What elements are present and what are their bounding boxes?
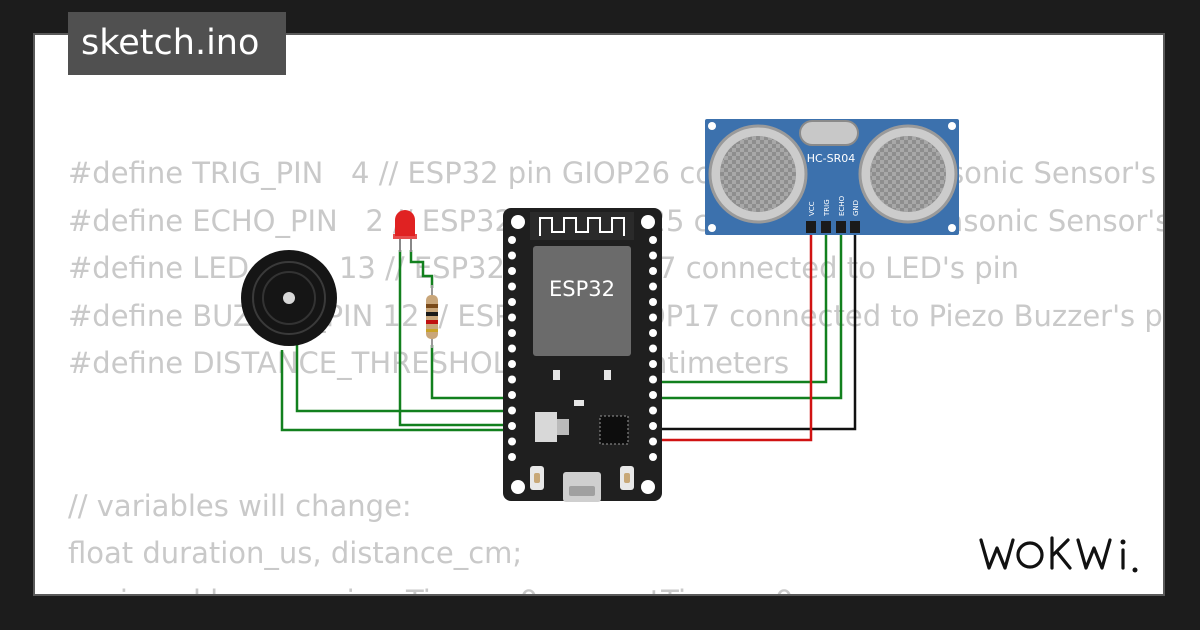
filename-tab[interactable]: sketch.ino	[68, 12, 286, 75]
pin-hole	[508, 406, 516, 415]
resistor[interactable]	[426, 285, 438, 348]
resistor-band	[426, 320, 438, 324]
ultrasonic-sensor[interactable]: HC-SR04 VCC TRIG ECHO GND	[705, 119, 959, 235]
wokwi-logo	[979, 536, 1138, 573]
code-line: // variables will change:	[68, 488, 412, 523]
reset-button-cap	[624, 473, 630, 483]
mount-hole	[948, 122, 956, 130]
pin-hole	[649, 236, 657, 244]
mount-hole	[641, 215, 655, 229]
resistor-band	[426, 329, 438, 332]
led-body	[395, 210, 415, 236]
pin-label-trig: TRIG	[823, 199, 831, 217]
wire-sensor-gnd[interactable]	[653, 233, 857, 431]
buzzer-hole	[283, 292, 295, 304]
wires	[280, 233, 857, 442]
crystal	[799, 120, 859, 146]
pin-hole	[508, 236, 516, 244]
esp32-antenna-area	[530, 212, 634, 240]
pin-label-echo: ECHO	[838, 195, 846, 216]
mount-hole	[708, 224, 716, 232]
resistor-band	[426, 312, 438, 316]
esp32-smd	[574, 400, 584, 406]
pin-hole	[649, 406, 657, 415]
resistor-band	[426, 304, 438, 308]
pin-hole	[508, 267, 516, 275]
wire-led-resistor[interactable]	[409, 250, 434, 288]
pin-hole	[649, 375, 657, 384]
esp32-regulator-tab	[557, 419, 569, 435]
pin-hole	[649, 391, 657, 399]
esp32-pin-headers	[508, 236, 657, 461]
pin-hole	[508, 251, 516, 260]
transducer-right	[858, 124, 958, 224]
pin-hole	[508, 298, 516, 306]
pin-hole	[508, 453, 516, 461]
esp32-regulator	[535, 412, 557, 442]
mount-hole	[511, 215, 525, 229]
resistor-body	[426, 295, 438, 339]
transducer-left	[708, 124, 808, 224]
usb-port-inner	[569, 486, 595, 496]
pin-hole	[649, 422, 657, 430]
sensor-label: HC-SR04	[807, 152, 856, 165]
pin-hole	[508, 375, 516, 384]
pin-hole	[649, 267, 657, 275]
sensor-pin-labels: VCC TRIG ECHO GND	[808, 195, 860, 217]
pin-hole	[508, 360, 516, 368]
pin-hole	[508, 437, 516, 446]
wire-resistor-pin[interactable]	[430, 345, 512, 400]
wire-buzzer-1[interactable]	[295, 345, 512, 413]
pin-hole	[508, 422, 516, 430]
piezo-buzzer[interactable]	[241, 250, 337, 346]
code-line: float duration_us, distance_cm;	[68, 536, 523, 570]
wire-sensor-vcc[interactable]	[653, 233, 813, 442]
esp32-antenna	[539, 217, 625, 236]
pin-hole	[649, 313, 657, 322]
buzzer-ring	[262, 271, 316, 325]
pin-hole	[649, 251, 657, 260]
pin-label-gnd: GND	[852, 200, 860, 216]
wire-buzzer-2[interactable]	[280, 350, 512, 432]
mount-hole	[948, 224, 956, 232]
pin-hole	[649, 344, 657, 353]
esp32-smd	[604, 370, 611, 380]
pin-hole	[649, 298, 657, 306]
led-rim	[393, 234, 417, 239]
pin-hole	[508, 313, 516, 322]
mount-hole	[641, 480, 655, 494]
esp32-usb-chip	[599, 415, 629, 445]
mount-hole	[708, 122, 716, 130]
pin-hole	[649, 329, 657, 337]
wire-sensor-trig[interactable]	[653, 233, 828, 384]
esp32-smd	[553, 370, 560, 380]
mount-hole	[511, 480, 525, 494]
wire-led-gnd[interactable]	[398, 250, 512, 427]
wire-sensor-echo[interactable]	[653, 233, 843, 400]
pin-hole	[508, 282, 516, 291]
code-line: unsigned long previousTime = 0, currentT…	[68, 578, 1165, 596]
buzzer-ring	[252, 261, 326, 335]
esp32-board[interactable]: ESP32	[503, 208, 662, 502]
pin-hole	[649, 453, 657, 461]
pin-label-vcc: VCC	[808, 201, 816, 216]
sensor-pins	[806, 221, 860, 233]
pin-hole	[649, 282, 657, 291]
pin-hole	[508, 344, 516, 353]
esp32-label: ESP32	[549, 277, 615, 301]
pin-hole	[649, 360, 657, 368]
led[interactable]	[393, 210, 417, 252]
pin-hole	[649, 437, 657, 446]
esp32-module	[533, 246, 631, 356]
pin-hole	[508, 329, 516, 337]
pin-hole	[508, 391, 516, 399]
boot-button-cap	[534, 473, 540, 483]
